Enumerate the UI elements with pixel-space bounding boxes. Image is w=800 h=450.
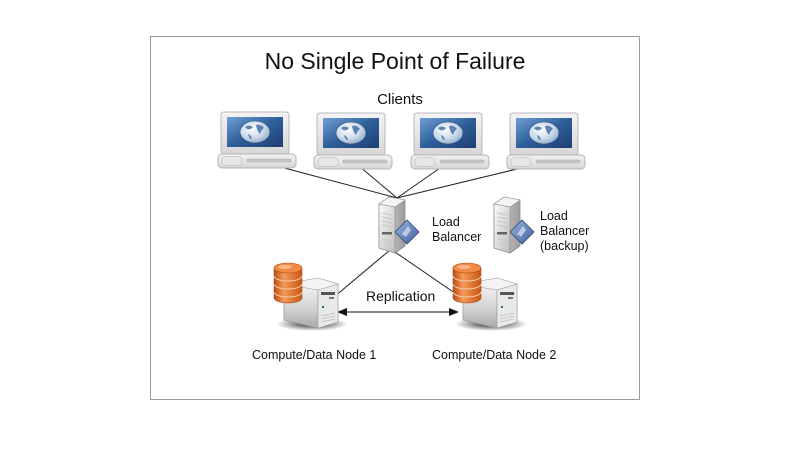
load-balancer-label-line1: Load — [432, 215, 460, 229]
load-balancer-backup-label: Load Balancer (backup) — [540, 209, 589, 254]
load-balancer-backup-label-line3: (backup) — [540, 239, 589, 253]
client-laptop-icon-3 — [410, 112, 490, 170]
clients-label: Clients — [377, 91, 423, 108]
diagram-title: No Single Point of Failure — [264, 48, 526, 74]
load-balancer-backup-server-icon — [493, 196, 535, 254]
compute-data-node-2-label: Compute/Data Node 2 — [432, 348, 557, 362]
load-balancer-label-line2: Balancer — [432, 230, 482, 244]
load-balancer-backup-label-line2: Balancer — [540, 224, 590, 238]
load-balancer-backup-label-line1: Load — [540, 209, 568, 223]
compute-data-node-1-icon — [273, 262, 349, 332]
client-laptop-icon-2 — [313, 112, 393, 170]
replication-label: Replication — [366, 288, 436, 304]
load-balancer-label: Load Balancer — [432, 215, 481, 245]
client-laptop-icon-4 — [506, 112, 586, 170]
compute-data-node-2-icon — [452, 262, 528, 332]
compute-data-node-1-label: Compute/Data Node 1 — [252, 348, 377, 362]
load-balancer-server-icon — [378, 196, 420, 254]
client-laptop-icon-1 — [217, 111, 297, 169]
link-loadbalancer-node1 — [333, 249, 391, 298]
link-loadbalancer-node2 — [391, 249, 463, 299]
